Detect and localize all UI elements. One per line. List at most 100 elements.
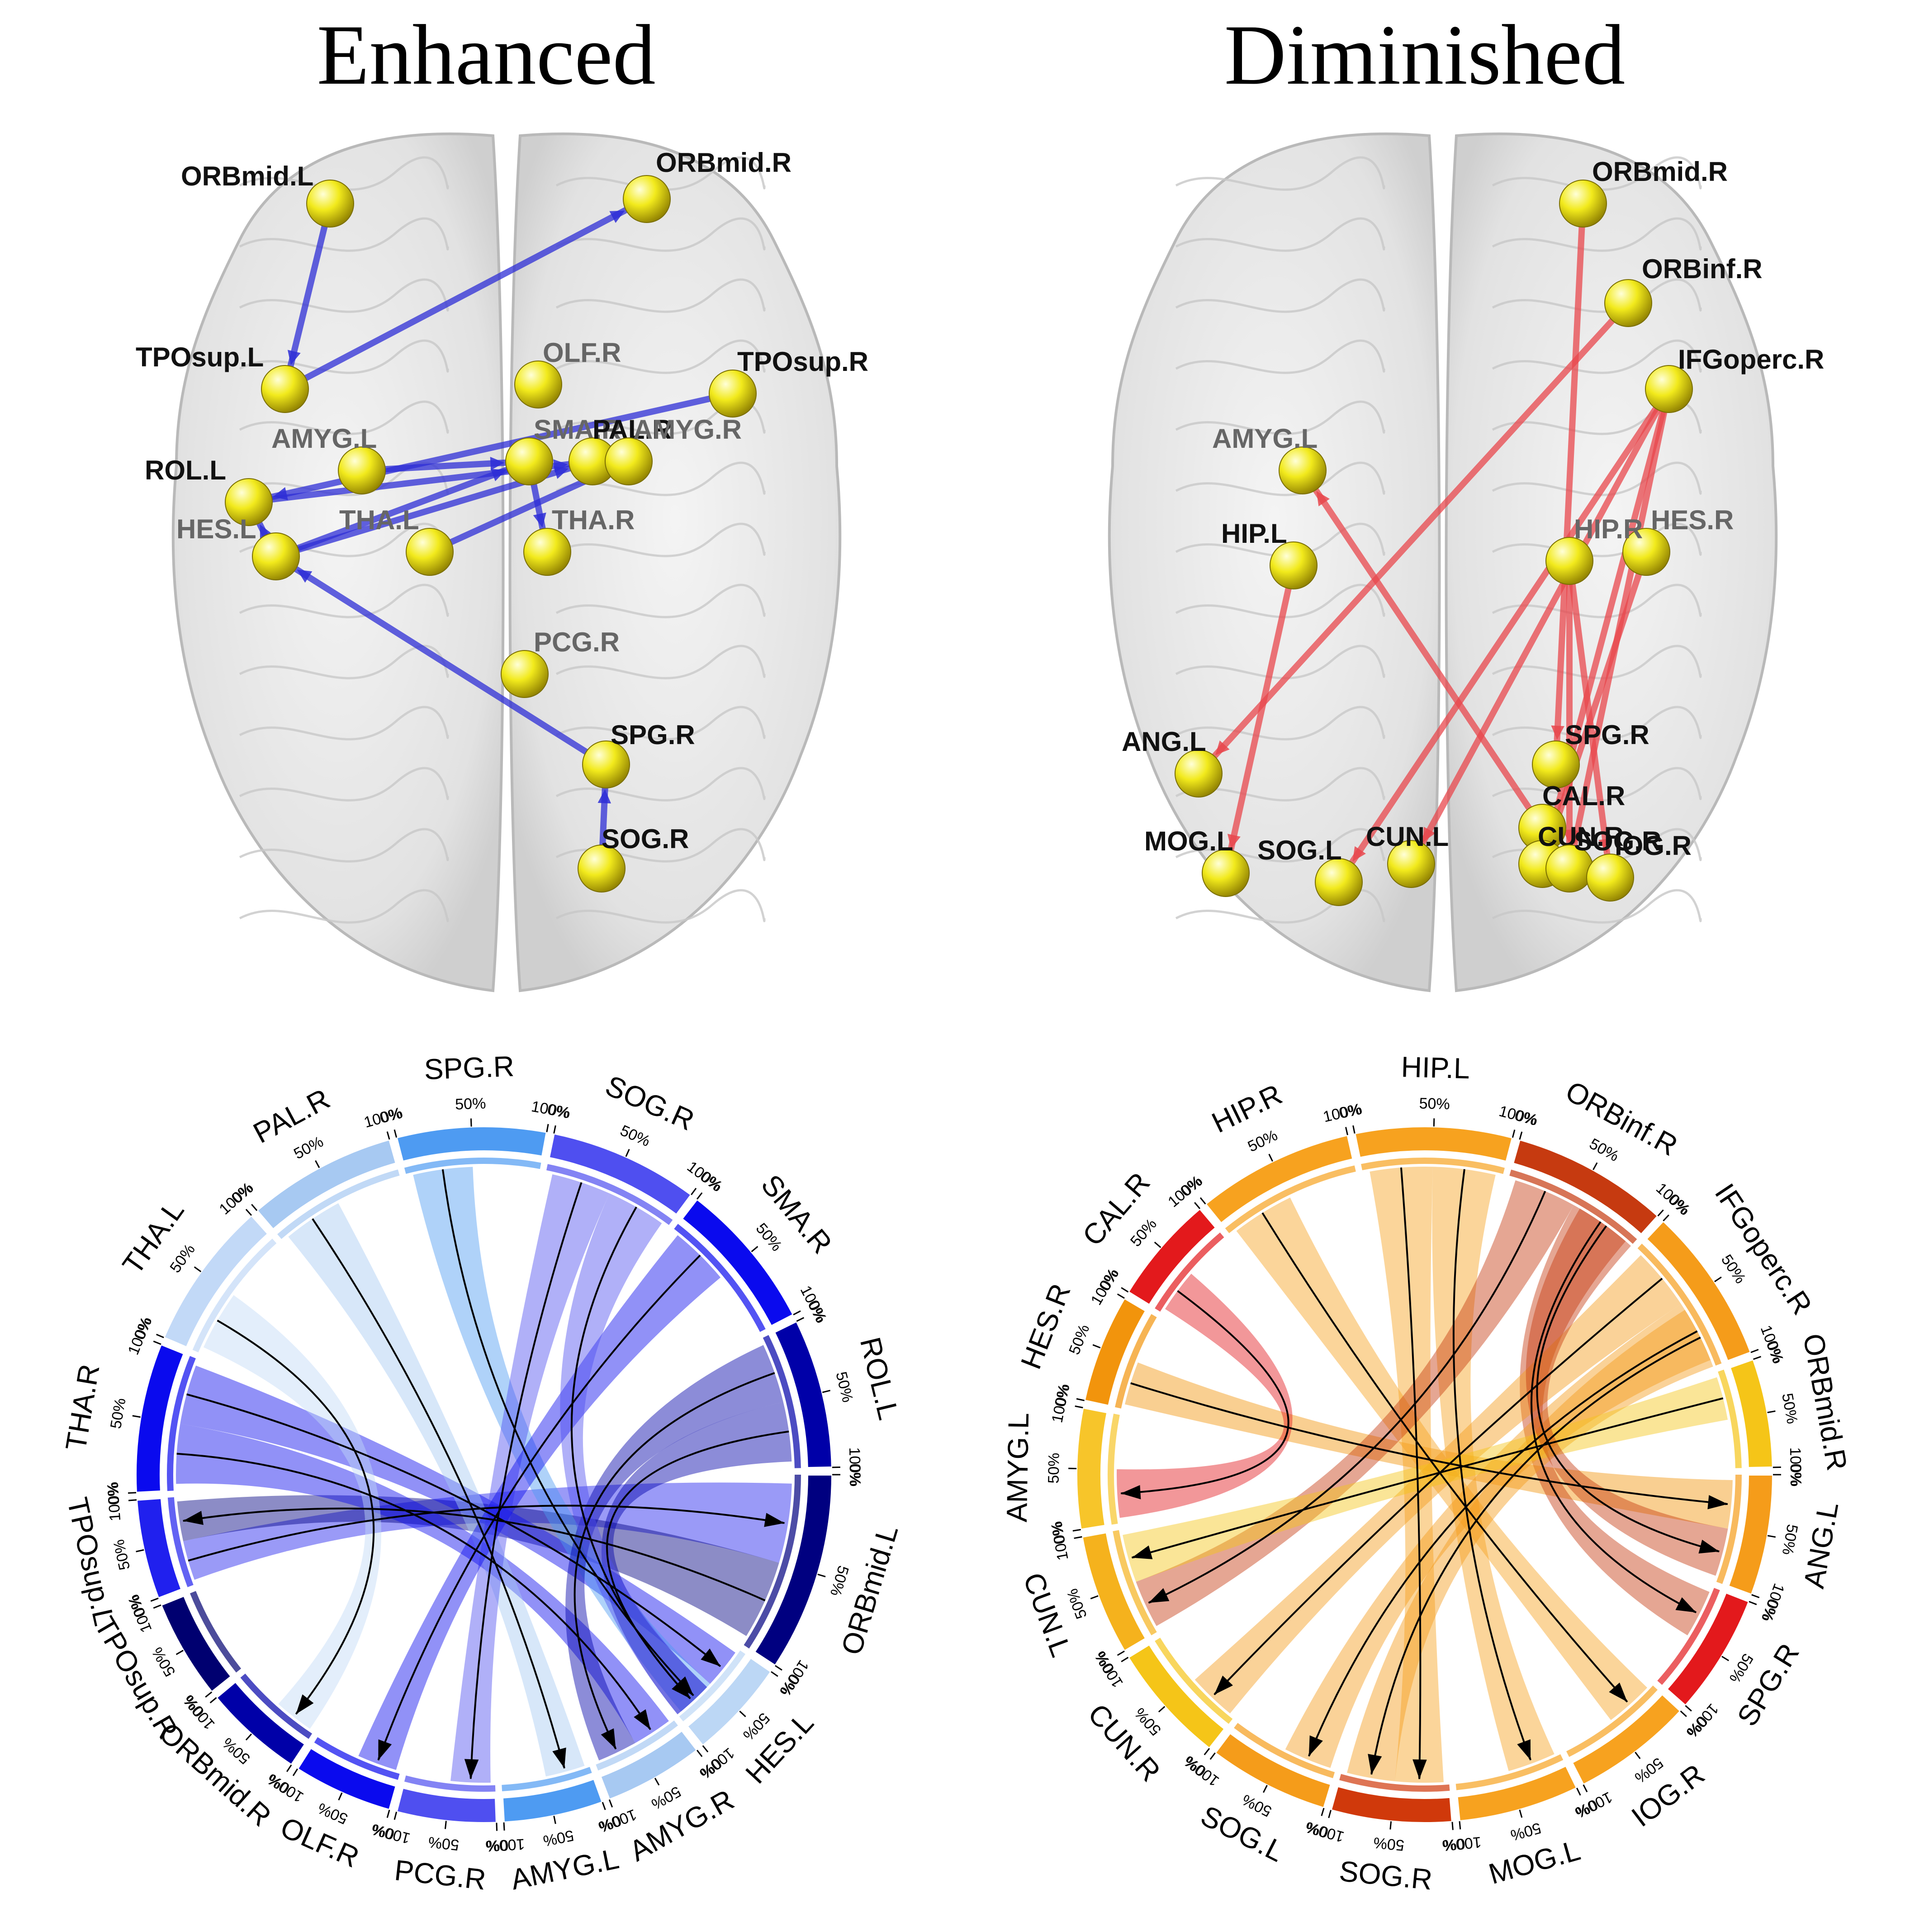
tick-label: 50% (166, 1241, 199, 1276)
brain-edge-orbmid-r-to-spg-r (1553, 200, 1586, 768)
segment-inner-ring-sog-l (1234, 1723, 1335, 1778)
brain-edge-arrowhead (297, 570, 313, 583)
tick-label: 50% (1064, 1586, 1090, 1621)
tick-mark (775, 1665, 782, 1671)
tick-label: 50% (1127, 1215, 1160, 1250)
segment-label-sog-l: SOG.L (1196, 1799, 1289, 1868)
node-label-amyg-l: AMYG.L (1212, 423, 1318, 454)
segment-label-cun-l: CUN.L (1017, 1568, 1078, 1661)
segment-rol-l (773, 1320, 833, 1469)
tick-label: 0% (378, 1105, 403, 1127)
segment-inner-ring-tposup-r (190, 1591, 242, 1673)
node-label-cun-l: CUN.L (1366, 821, 1449, 852)
chord-link-ifgoperc-r-to-sog-l (1285, 1304, 1711, 1768)
tick-label: 50% (315, 1799, 351, 1828)
tick-label: 50% (1245, 1126, 1280, 1155)
brain-edge-arrowhead (553, 466, 569, 479)
chord-arrow-hip-l-to-mog-l (1452, 1169, 1531, 1761)
segment-inner-ring-hip-l (1361, 1158, 1505, 1174)
brain-edge-arrowhead (490, 469, 506, 481)
chord-link-hes-r-to-ang-l (1124, 1362, 1733, 1529)
tick-mark (1328, 1810, 1332, 1818)
tick-mark (1451, 1822, 1454, 1830)
node-label-orbmid-r: ORBmid.R (656, 147, 792, 178)
tick-mark (817, 1573, 826, 1577)
tick-mark (1657, 1209, 1664, 1217)
tick-label: 50% (1045, 1453, 1063, 1484)
tick-mark (292, 1768, 299, 1776)
tick-mark (1767, 1410, 1776, 1414)
segment-mog-l (1456, 1764, 1578, 1823)
node-label-ang-l: ANG.L (1122, 726, 1206, 757)
node-tha-l (406, 528, 454, 576)
tick-mark (1576, 1787, 1581, 1796)
segment-inner-ring-pcg-r (404, 1775, 496, 1792)
tick-mark (796, 1317, 805, 1322)
chord-arrowhead (1121, 1485, 1141, 1500)
segment-inner-ring-tposup-l (167, 1497, 194, 1587)
segment-label-tposup-r: TPOsup.R (88, 1611, 185, 1744)
tick-mark (1321, 1808, 1325, 1816)
tick-label: 50% (107, 1397, 129, 1430)
tick-mark (150, 1597, 159, 1602)
tick-label: 50% (617, 1122, 653, 1150)
segment-iog-r (1571, 1693, 1682, 1786)
chord-links (176, 1167, 792, 1783)
brain-edge-arrowhead (490, 456, 505, 470)
chord-arrowhead (764, 1513, 785, 1527)
chord-link-hip-r-to-iog-r (1236, 1197, 1648, 1720)
brain-edge-arrowhead (1598, 838, 1612, 853)
node-label-orbinf-r: ORBinf.R (1642, 254, 1763, 284)
node-label-sma-r: SMA.R (534, 414, 621, 445)
tick-mark (1268, 1154, 1273, 1162)
segment-label-sog-r: SOG.R (1338, 1855, 1434, 1896)
segment-hes-l (686, 1656, 773, 1747)
chord-arrow-orbmid-r-to-cun-l (1131, 1397, 1724, 1559)
chord-arrowhead (1707, 1495, 1728, 1510)
segment-inner-ring-hes-l (679, 1650, 746, 1722)
node-cun-l (1387, 840, 1435, 888)
chord-arrows (1120, 1167, 1728, 1780)
chord-arrow-hes-r-to-ang-l (1130, 1382, 1728, 1505)
chord-link-spg-r-to-hes-l (413, 1167, 710, 1712)
brain-edge-arrowhead (287, 350, 301, 365)
tick-mark (1721, 1656, 1730, 1661)
segment-pal-r (256, 1138, 398, 1231)
tick-mark (1076, 1398, 1085, 1401)
node-orbinf-r (1604, 279, 1652, 327)
tick-mark (553, 1815, 556, 1824)
tick-mark (194, 1266, 202, 1272)
tick-label: 100% (485, 1835, 525, 1855)
diminished-title: Diminished (1224, 8, 1626, 103)
segment-inner-ring-hip-r (1225, 1165, 1356, 1234)
tick-mark (338, 1792, 343, 1801)
node-label-tposup-l: TPOsup.L (136, 342, 264, 372)
segment-label-pal-r: PAL.R (248, 1082, 335, 1150)
segment-label-hes-l: HES.L (739, 1706, 820, 1790)
tick-mark (153, 1340, 161, 1345)
segment-cal-r (1127, 1207, 1218, 1306)
tick-mark (771, 1671, 778, 1677)
brain-edge-ifgoperc-r-to-sog-l (1336, 386, 1672, 885)
chord-arrow-tha-l-to-orbmid-r (217, 1320, 375, 1715)
tick-mark (1749, 1601, 1757, 1605)
chord-arrowhead (701, 1648, 720, 1666)
tick-mark (1750, 1348, 1759, 1353)
chord-arrowhead (296, 1694, 314, 1714)
brain-edge-arrowhead (1316, 491, 1330, 507)
brain-edge-hip-l-to-mog-l (1223, 562, 1297, 876)
chord-link-pal-r-to-amyg-l (288, 1203, 585, 1777)
segment-amyg-l (501, 1777, 604, 1823)
node-label-sog-r: SOG.R (1574, 826, 1661, 856)
node-sog-l (1315, 858, 1363, 906)
tick-mark (1117, 1293, 1125, 1299)
segment-sog-l (1213, 1732, 1332, 1809)
tick-mark (1158, 1706, 1166, 1713)
tick-label: 50% (110, 1538, 133, 1572)
segment-cun-r (1127, 1643, 1226, 1750)
tick-mark (702, 1745, 709, 1752)
node-olf-r (514, 361, 562, 408)
tick-label: 0% (1787, 1463, 1804, 1486)
node-spg-r (582, 741, 630, 788)
